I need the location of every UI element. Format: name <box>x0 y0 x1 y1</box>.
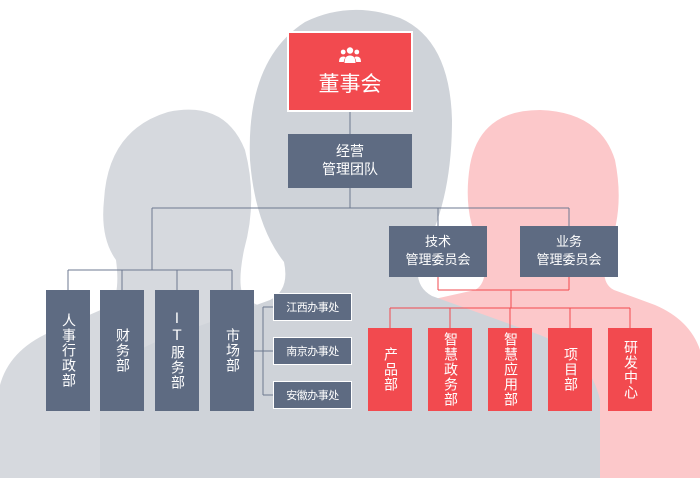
dept-rnd-center-node[interactable]: 研发中心 <box>608 328 652 411</box>
dept-it-service-label: IT服务部 <box>169 311 185 390</box>
board-label: 董事会 <box>318 71 382 96</box>
tech-committee-node[interactable]: 技术 管理委员会 <box>389 226 487 277</box>
business-committee-node[interactable]: 业务 管理委员会 <box>520 226 618 277</box>
dept-smart-app-label: 智慧应用部 <box>502 332 518 407</box>
business-committee-label: 业务 管理委员会 <box>536 234 602 268</box>
dept-project-node[interactable]: 项目部 <box>548 328 592 411</box>
management-team-node[interactable]: 经营 管理团队 <box>288 134 412 188</box>
left-departments-line <box>67 269 233 290</box>
dept-smart-app-node[interactable]: 智慧应用部 <box>488 328 532 411</box>
dept-smart-gov-label: 智慧政务部 <box>442 332 458 407</box>
dept-product-node[interactable]: 产品部 <box>368 328 412 411</box>
dept-market-label: 市场部 <box>224 328 240 373</box>
dept-smart-gov-node[interactable]: 智慧政务部 <box>428 328 472 411</box>
dept-it-service-node[interactable]: IT服务部 <box>155 290 199 411</box>
office-jiangxi-label: 江西办事处 <box>286 301 339 314</box>
tech-committee-label: 技术 管理委员会 <box>405 234 471 268</box>
dept-hr-admin-label: 人事行政部 <box>60 313 76 388</box>
office-anhui-node[interactable]: 安徽办事处 <box>273 381 352 409</box>
office-nanjing-node[interactable]: 南京办事处 <box>273 337 352 365</box>
office-jiangxi-node[interactable]: 江西办事处 <box>273 293 352 321</box>
dept-hr-admin-node[interactable]: 人事行政部 <box>46 290 90 411</box>
management-team-label: 经营 管理团队 <box>322 144 378 178</box>
dept-product-label: 产品部 <box>382 347 398 392</box>
dept-market-node[interactable]: 市场部 <box>210 290 254 411</box>
office-anhui-label: 安徽办事处 <box>286 389 339 402</box>
dept-finance-label: 财务部 <box>114 328 130 373</box>
dept-finance-node[interactable]: 财务部 <box>100 290 144 411</box>
committees-to-right-depts-line <box>389 277 631 328</box>
management-branch-line <box>151 188 570 270</box>
office-nanjing-label: 南京办事处 <box>286 345 339 358</box>
dept-project-label: 项目部 <box>562 347 578 392</box>
board-node[interactable]: 董事会 <box>287 31 413 112</box>
group-users-icon <box>339 46 361 63</box>
market-offices-line <box>254 306 273 396</box>
dept-rnd-center-label: 研发中心 <box>622 339 638 400</box>
